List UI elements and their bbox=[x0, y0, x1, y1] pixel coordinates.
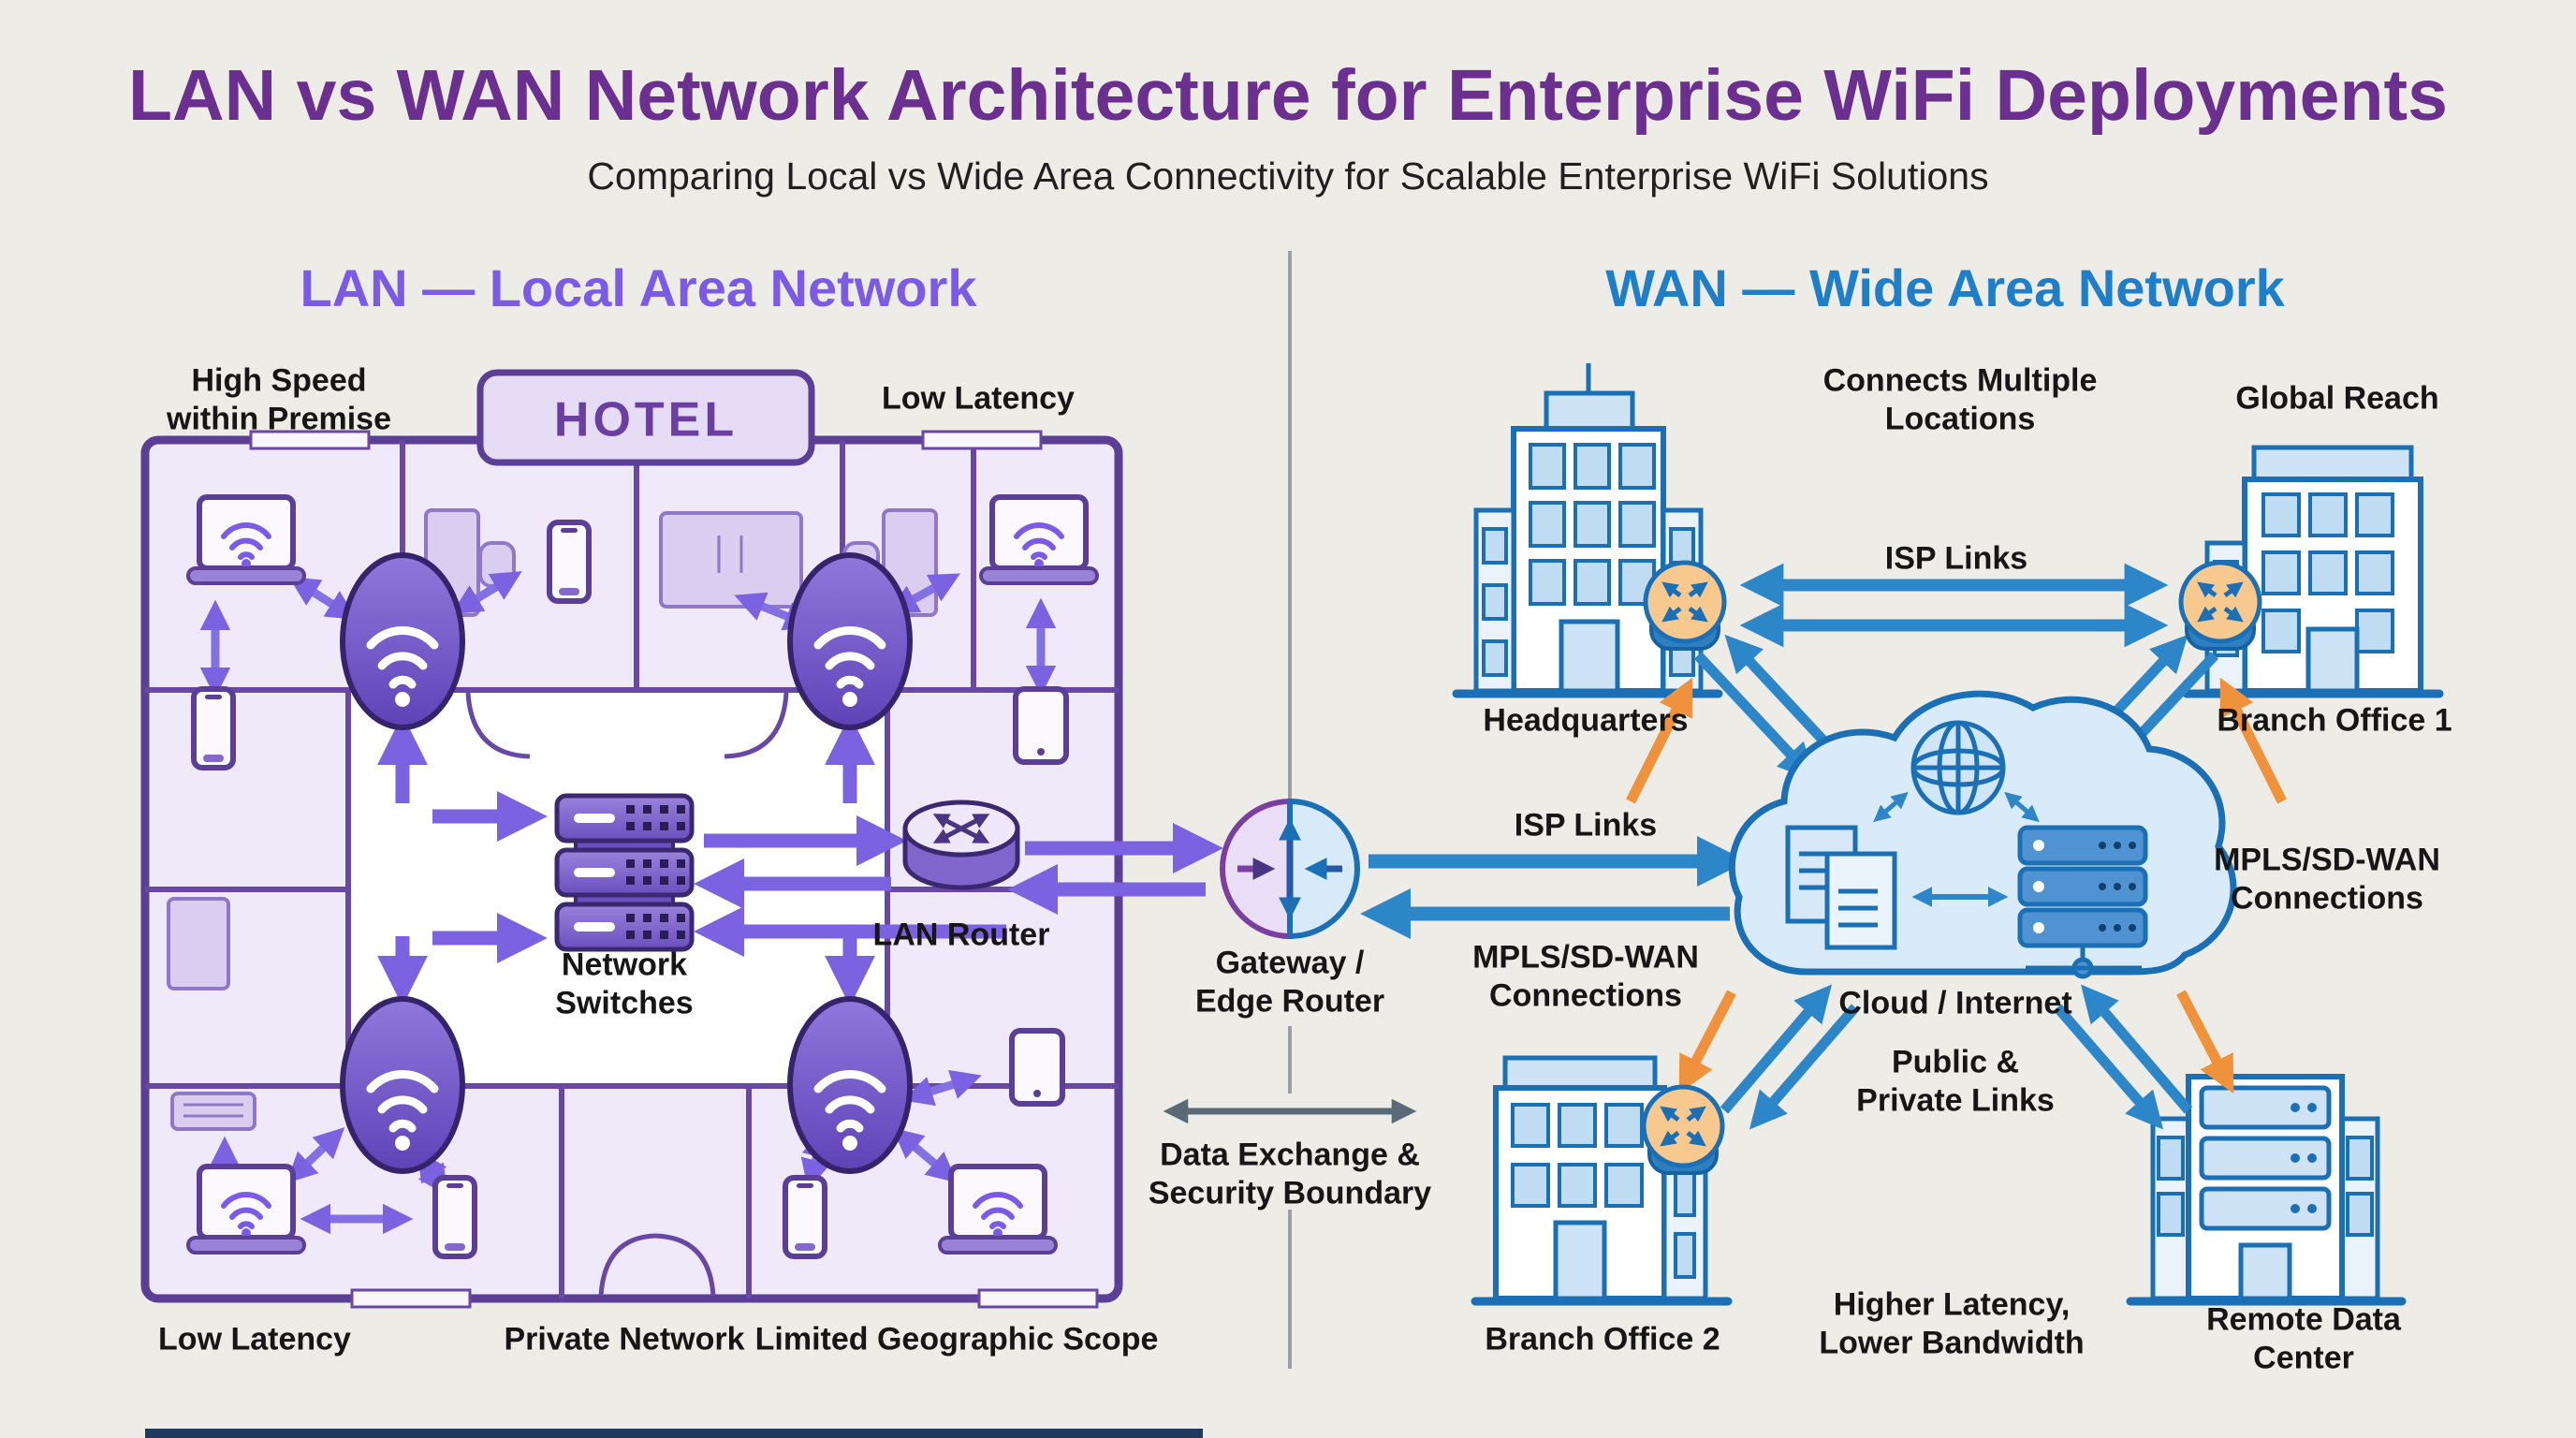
room-furniture bbox=[167, 508, 938, 1131]
laptop-icon-bottom-right bbox=[940, 1167, 1056, 1253]
globe-icon bbox=[1910, 720, 2006, 815]
label-low-latency-bottom: Low Latency bbox=[158, 1321, 351, 1357]
laptop-icon-top-left bbox=[188, 497, 304, 583]
label-lan-router: LAN Router bbox=[872, 917, 1050, 953]
label-mpls-sdwan-mid: MPLS/SD-WAN Connections bbox=[1472, 939, 1699, 1014]
label-global-reach: Global Reach bbox=[2235, 380, 2439, 417]
wan-section-header: WAN — Wide Area Network bbox=[1605, 257, 2285, 317]
label-connects-multiple-locations: Connects Multiple Locations bbox=[1822, 362, 2098, 437]
wan-router-icon-branch2 bbox=[1644, 1087, 1722, 1173]
laptop-icon-top-right bbox=[981, 497, 1097, 583]
label-headquarters: Headquarters bbox=[1483, 702, 1689, 739]
wifi-ap-icon-bottom-right bbox=[790, 999, 910, 1171]
label-mpls-sdwan-right: MPLS/SD-WAN Connections bbox=[2214, 842, 2440, 917]
subtitle: Comparing Local vs Wide Area Connectivit… bbox=[587, 154, 1989, 198]
label-private-network: Private Network bbox=[504, 1321, 745, 1357]
lan-section-header: LAN — Local Area Network bbox=[300, 257, 977, 317]
wifi-ap-icon-bottom-left bbox=[343, 999, 462, 1171]
label-branch-office-1: Branch Office 1 bbox=[2217, 702, 2452, 739]
label-branch-office-2: Branch Office 2 bbox=[1485, 1321, 1720, 1357]
tablet-icon-right bbox=[1016, 689, 1066, 762]
gateway-router-icon bbox=[1220, 798, 1360, 940]
cloud-link-arrows-datacenter bbox=[2053, 984, 2234, 1130]
phone-icon-top bbox=[549, 522, 589, 601]
label-gateway-edge-router: Gateway / Edge Router bbox=[1194, 945, 1385, 1020]
building-remote-data-center bbox=[2126, 1074, 2407, 1306]
wan-router-icon-headquarters bbox=[1646, 563, 1724, 649]
building-branch-office-2 bbox=[1471, 1055, 1733, 1306]
building-branch-office-1 bbox=[2182, 445, 2444, 698]
wifi-ap-icon-top-left bbox=[343, 555, 462, 727]
label-network-switches: Network Switches bbox=[555, 946, 694, 1021]
network-switches-icon bbox=[557, 796, 692, 949]
cloud-link-arrows-branch2 bbox=[1678, 984, 1860, 1130]
phone-icon-left bbox=[194, 689, 233, 768]
cloud-internal-arrows bbox=[1873, 791, 2040, 907]
bottom-navy-bar bbox=[145, 1429, 1203, 1438]
server-stack-icon bbox=[2017, 825, 2148, 979]
phone-icon-bottom-left bbox=[435, 1178, 475, 1256]
phone-icon-bottom-right bbox=[785, 1178, 825, 1256]
label-isp-links-top: ISP Links bbox=[1884, 540, 2028, 577]
label-high-speed: High Speed within Premise bbox=[167, 362, 391, 437]
isp-links-arrows-top bbox=[1739, 563, 2169, 648]
wifi-ap-icon-top-right bbox=[790, 555, 910, 727]
lan-router-icon bbox=[902, 800, 1020, 890]
hotel-sign bbox=[476, 369, 815, 466]
label-cloud-internet: Cloud / Internet bbox=[1838, 985, 2072, 1021]
wan-router-icon-branch1 bbox=[2181, 563, 2260, 649]
label-isp-links-mid: ISP Links bbox=[1514, 807, 1658, 844]
documents-icon bbox=[1785, 825, 1897, 950]
label-limited-geographic-scope: Limited Geographic Scope bbox=[754, 1321, 1159, 1357]
tablet-icon-bottom-right bbox=[1012, 1031, 1062, 1104]
label-remote-data-center: Remote Data Center bbox=[2206, 1301, 2401, 1376]
label-higher-latency-lower-bandwidth: Higher Latency, Lower Bandwidth bbox=[1819, 1286, 2085, 1361]
cloud-link-arrows-hq bbox=[1626, 634, 1841, 804]
laptop-icon-bottom-left bbox=[188, 1167, 304, 1253]
main-title: LAN vs WAN Network Architecture for Ente… bbox=[127, 55, 2449, 137]
label-public-private-links: Public & Private Links bbox=[1856, 1044, 2055, 1119]
cloud-internet-icon bbox=[1728, 690, 2237, 979]
gateway-cloud-arrows bbox=[1360, 836, 1748, 939]
label-low-latency-top: Low Latency bbox=[882, 380, 1075, 417]
label-data-exchange-boundary: Data Exchange & Security Boundary bbox=[1148, 1137, 1432, 1211]
hotel-sign-label: HOTEL bbox=[553, 392, 739, 448]
lan-backbone-arrows bbox=[377, 714, 1223, 1006]
